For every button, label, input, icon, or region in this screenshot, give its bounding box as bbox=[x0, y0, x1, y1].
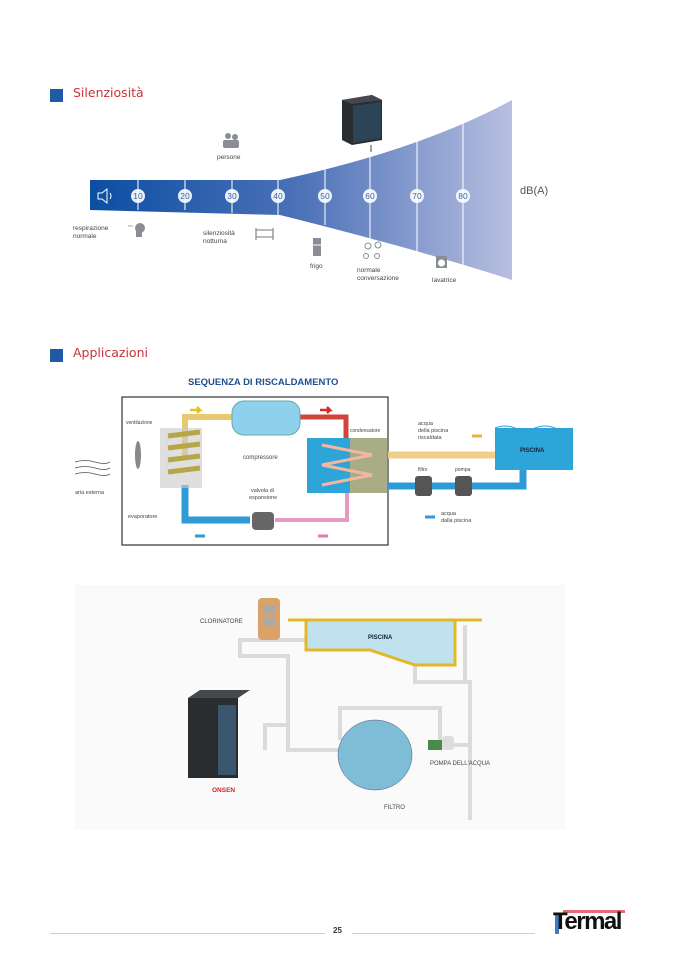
speaker-icon bbox=[97, 187, 112, 205]
breathing-head-icon bbox=[128, 223, 145, 237]
pump-icon bbox=[428, 736, 454, 750]
arrow-icon bbox=[320, 406, 334, 414]
label-piscina: PISCINA bbox=[520, 448, 545, 454]
label-pompa-acqua: POMPA DELL'ACQUA bbox=[430, 761, 490, 767]
label-respirazione: respirazione bbox=[73, 225, 109, 232]
db-tick-markers bbox=[131, 189, 470, 203]
footer-divider bbox=[352, 933, 535, 934]
fridge-icon bbox=[313, 238, 321, 256]
section-marker bbox=[50, 89, 63, 102]
heat-pump-unit-image bbox=[342, 95, 382, 152]
sand-filter bbox=[337, 719, 413, 791]
section-title-silenziosita: Silenziosità bbox=[73, 85, 144, 100]
termal-logo: Termal bbox=[553, 908, 622, 935]
footer-divider bbox=[50, 933, 325, 934]
label-valvola: valvola di bbox=[251, 488, 274, 494]
noise-scale-illustration: 10 20 30 40 50 60 70 80 dB(A) persone re… bbox=[73, 95, 548, 284]
washing-machine-icon bbox=[436, 256, 447, 268]
label-evaporatore: evaporatore bbox=[128, 514, 157, 520]
label-ventilazione: ventilazione bbox=[126, 420, 153, 426]
heating-sequence-diagram: SEQUENZA DI RISCALDAMENTO PISCINA ventil… bbox=[74, 377, 574, 546]
label-conversazione: conversazione bbox=[357, 275, 399, 282]
noise-band bbox=[90, 100, 512, 280]
label-frigo: frigo bbox=[310, 263, 323, 270]
label-persone: persone bbox=[217, 154, 241, 161]
label-clorinatore: CLORINATORE bbox=[200, 619, 243, 625]
heat-pump-unit-image bbox=[188, 690, 250, 778]
section-title-applicazioni: Applicazioni bbox=[73, 345, 148, 360]
label-valvola: espansione bbox=[249, 495, 277, 501]
diagram-title: SEQUENZA DI RISCALDAMENTO bbox=[188, 377, 338, 388]
label-filtro-2: FILTRO bbox=[384, 805, 405, 811]
arrow-icon bbox=[190, 406, 204, 414]
logo-accent bbox=[555, 913, 559, 934]
db-tick: 50 bbox=[320, 191, 330, 201]
label-acqua-dalla: dalla piscina bbox=[441, 518, 472, 524]
bed-icon bbox=[255, 228, 274, 240]
db-tick: 40 bbox=[273, 191, 283, 201]
expansion-valve bbox=[252, 512, 274, 530]
label-respirazione: normale bbox=[73, 233, 97, 240]
label-compressore: compressore bbox=[243, 455, 278, 461]
conversation-icon bbox=[363, 241, 382, 259]
label-pompa: pompa bbox=[455, 467, 471, 473]
label-acqua-riscaldata: della piscina bbox=[418, 428, 449, 434]
fan-icon bbox=[135, 441, 141, 469]
db-tick: 80 bbox=[458, 191, 468, 201]
db-tick: 70 bbox=[412, 191, 422, 201]
compressor bbox=[231, 400, 301, 436]
label-silenziosita-notturna: notturna bbox=[203, 238, 227, 245]
label-condensatore: condensatore bbox=[350, 428, 381, 434]
db-tick: 60 bbox=[365, 191, 375, 201]
logo-accent bbox=[563, 910, 625, 913]
wind-icon bbox=[74, 460, 111, 476]
label-acqua-dalla: acqua bbox=[441, 511, 457, 517]
unit-label: dB(A) bbox=[520, 185, 548, 197]
section-marker bbox=[50, 349, 63, 362]
filter-unit bbox=[415, 476, 432, 496]
pool-installation-diagram: PISCINA ONSEN CLORINATORE POMPA DELL'ACQ… bbox=[75, 585, 565, 830]
label-acqua-riscaldata: riscaldata bbox=[418, 435, 442, 441]
label-acqua-riscaldata: acqua bbox=[418, 421, 434, 427]
db-tick: 30 bbox=[227, 191, 237, 201]
label-lavatrice: lavatrice bbox=[432, 277, 457, 284]
db-tick: 20 bbox=[180, 191, 190, 201]
pump-unit bbox=[455, 476, 472, 496]
page-number: 25 bbox=[333, 926, 342, 935]
label-silenziosita-notturna: silenziosità bbox=[203, 230, 235, 237]
label-filtro: filtro bbox=[418, 467, 428, 473]
label-piscina-2: PISCINA bbox=[368, 635, 393, 641]
people-icon bbox=[223, 133, 239, 148]
label-aria-esterna: aria esterna bbox=[75, 490, 105, 496]
brand-label: ONSEN bbox=[212, 787, 235, 794]
db-tick: 10 bbox=[133, 191, 143, 201]
label-conversazione: normale bbox=[357, 267, 381, 274]
pool-tank bbox=[495, 428, 573, 470]
